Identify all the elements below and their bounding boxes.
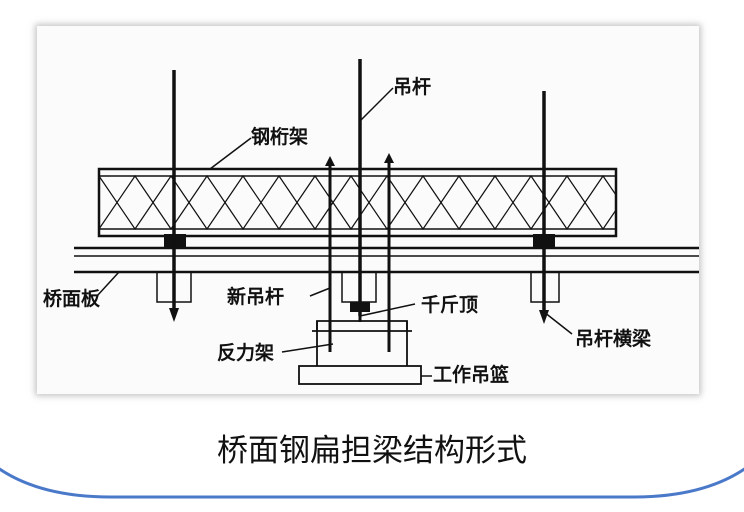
hanger-crossbeam-shapes	[156, 271, 560, 303]
diagram-panel: 吊杆 钢桁架 桥面板 新吊杆 千斤顶 反力架 吊杆横梁 工作吊篮	[37, 26, 699, 394]
work-basket-shape	[298, 365, 422, 385]
hanger-rods	[172, 59, 546, 316]
label-new-hanger: 新吊杆	[227, 286, 285, 308]
reaction-frame-shape	[312, 320, 412, 366]
bridge-deck-shape	[74, 246, 699, 274]
leader-lines	[96, 87, 573, 377]
diagram-drawing	[74, 59, 699, 385]
label-jack: 千斤顶	[421, 294, 479, 316]
frame-border-curve	[0, 467, 744, 499]
label-reaction-frame: 反力架	[217, 342, 275, 364]
label-work-basket: 工作吊篮	[433, 364, 510, 386]
label-hanger-crossbeam: 吊杆横梁	[575, 328, 652, 350]
jack-shape	[350, 302, 370, 312]
label-bridge-deck: 桥面板	[43, 288, 101, 310]
label-hanger: 吊杆	[393, 76, 432, 98]
figure-caption: 桥面钢扁担梁结构形式	[217, 433, 527, 469]
new-hanger-tips	[325, 153, 394, 166]
steel-truss-shape	[97, 167, 618, 238]
label-steel-truss: 钢桁架	[251, 126, 309, 148]
